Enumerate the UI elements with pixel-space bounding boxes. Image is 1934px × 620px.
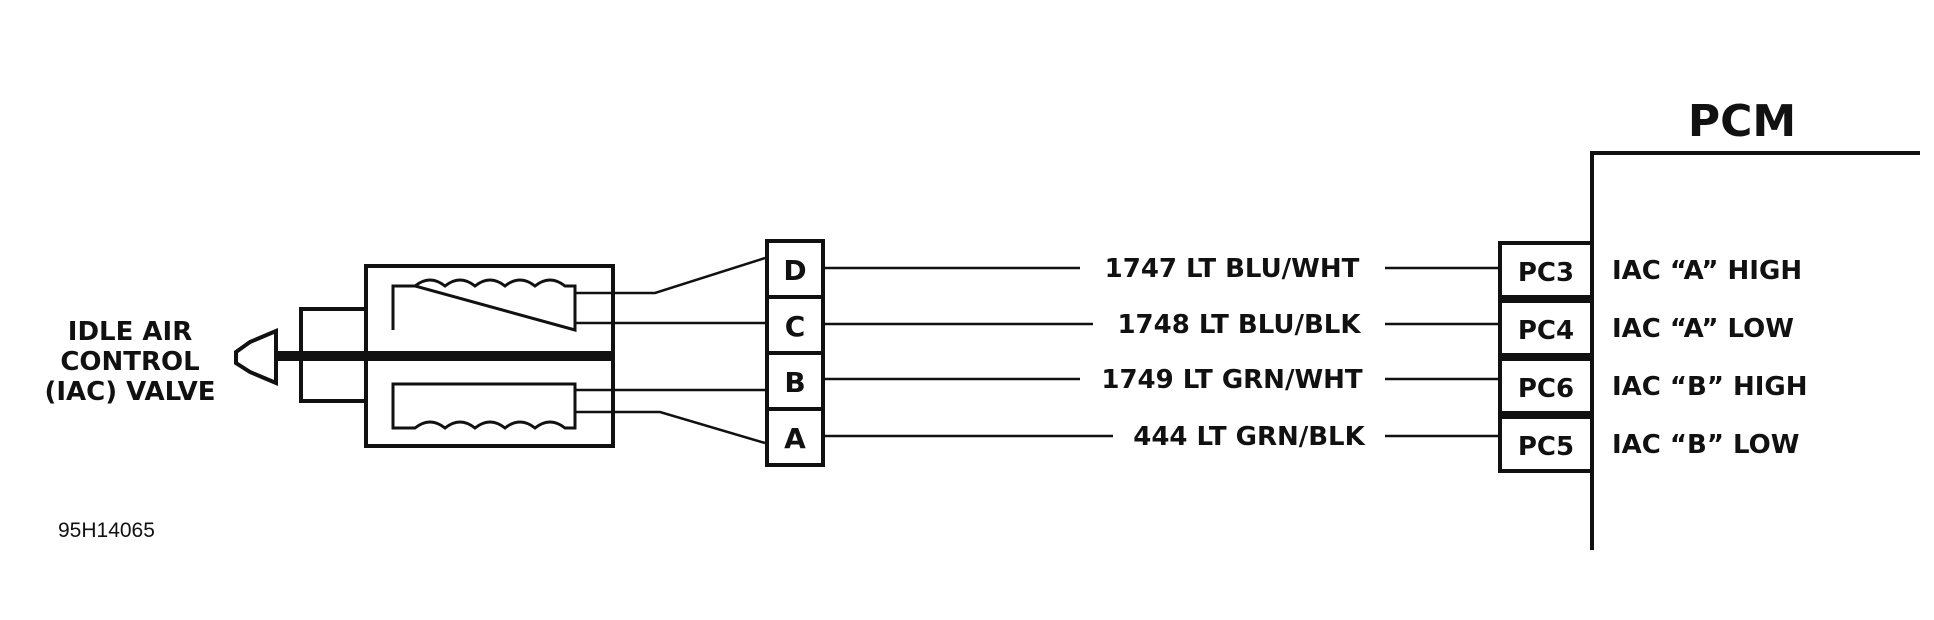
pin-label-a: A [784,422,806,455]
valve-label-line-2: CONTROL [60,347,199,377]
wire-label-3: 1749 LT GRN/WHT [1101,365,1363,395]
wire-label-2: 1748 LT BLU/BLK [1117,310,1361,340]
function-label-2: IAC “A” LOW [1612,314,1794,344]
valve-label-line-1: IDLE AIR [68,317,192,347]
coil-b-icon [391,382,577,430]
diagram-code: 95H14065 [58,519,155,542]
terminal-box-1 [1498,241,1594,299]
coil-a-icon [391,278,577,332]
terminal-label-1: PC3 [1518,258,1574,288]
terminal-label-3: PC6 [1518,374,1574,404]
lead-a [575,410,766,445]
valve-label-line-3: (IAC) VALVE [44,377,215,407]
wire-label-1: 1747 LT BLU/WHT [1105,254,1360,284]
pcm-title: PCM [1688,96,1796,147]
terminal-box-4 [1498,415,1594,473]
pcm-boundary [1590,151,1920,550]
terminal-label-2: PC4 [1518,316,1574,346]
function-label-4: IAC “B” LOW [1612,430,1799,460]
pin-label-d: D [783,254,806,287]
wire-label-4: 444 LT GRN/BLK [1133,422,1365,452]
function-label-1: IAC “A” HIGH [1612,256,1802,286]
valve-cone-icon [234,327,278,387]
pin-label-b: B [784,366,805,399]
function-label-3: IAC “B” HIGH [1612,372,1808,402]
pin-label-c: C [785,310,806,343]
terminal-box-2 [1498,299,1594,357]
terminal-box-3 [1498,357,1594,415]
terminal-label-4: PC5 [1518,432,1574,462]
lead-d [575,256,766,295]
